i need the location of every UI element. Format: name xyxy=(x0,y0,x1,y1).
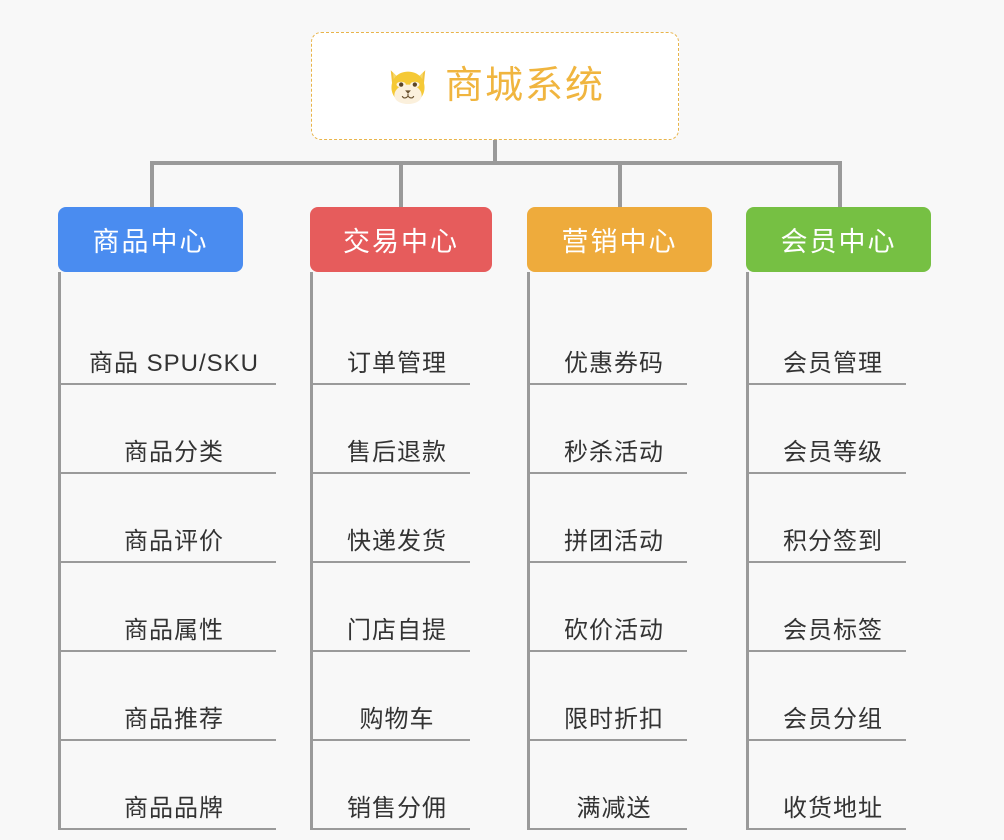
list-item-label: 会员管理 xyxy=(783,349,883,377)
list-item-label: 商品评价 xyxy=(124,527,224,555)
category-header-label: 营销中心 xyxy=(561,227,678,257)
category-column-member: 会员中心 会员管理 会员等级 积分签到 会员标签 会员分组 收货地址 xyxy=(746,207,931,830)
column-spine xyxy=(746,272,749,830)
connector-drop-2 xyxy=(399,161,403,207)
list-item[interactable]: 商品属性 xyxy=(58,563,276,652)
list-item-label: 商品推荐 xyxy=(124,705,224,733)
connector-drop-3 xyxy=(618,161,622,207)
category-header-member[interactable]: 会员中心 xyxy=(746,207,931,272)
category-column-product: 商品中心 商品 SPU/SKU 商品分类 商品评价 商品属性 商品推荐 商品品牌 xyxy=(58,207,276,830)
list-item[interactable]: 商品评价 xyxy=(58,474,276,563)
list-item-label: 会员等级 xyxy=(783,438,883,466)
list-item[interactable]: 限时折扣 xyxy=(527,652,687,741)
root-node[interactable]: 商城系统 xyxy=(311,32,679,140)
list-item[interactable]: 商品 SPU/SKU xyxy=(58,296,276,385)
category-column-marketing: 营销中心 优惠券码 秒杀活动 拼团活动 砍价活动 限时折扣 满减送 xyxy=(527,207,712,830)
list-item[interactable]: 拼团活动 xyxy=(527,474,687,563)
list-item-label: 拼团活动 xyxy=(564,527,664,555)
list-item[interactable]: 会员标签 xyxy=(746,563,906,652)
list-item[interactable]: 砍价活动 xyxy=(527,563,687,652)
list-item-label: 门店自提 xyxy=(347,616,447,644)
list-item[interactable]: 会员管理 xyxy=(746,296,906,385)
list-item-label: 快递发货 xyxy=(347,527,447,555)
list-item[interactable]: 满减送 xyxy=(527,741,687,830)
list-item-label: 商品属性 xyxy=(124,616,224,644)
category-items-marketing: 优惠券码 秒杀活动 拼团活动 砍价活动 限时折扣 满减送 xyxy=(527,272,687,830)
list-item-label: 优惠券码 xyxy=(564,349,664,377)
list-item[interactable]: 秒杀活动 xyxy=(527,385,687,474)
list-item[interactable]: 商品品牌 xyxy=(58,741,276,830)
category-header-marketing[interactable]: 营销中心 xyxy=(527,207,712,272)
connector-drop-4 xyxy=(838,161,842,207)
list-item[interactable]: 快递发货 xyxy=(310,474,470,563)
list-item[interactable]: 商品分类 xyxy=(58,385,276,474)
category-header-product[interactable]: 商品中心 xyxy=(58,207,243,272)
list-item[interactable]: 商品推荐 xyxy=(58,652,276,741)
list-item-label: 购物车 xyxy=(359,705,435,733)
list-item-label: 商品 SPU/SKU xyxy=(88,349,260,377)
list-item[interactable]: 收货地址 xyxy=(746,741,906,830)
connector-drop-1 xyxy=(150,161,154,207)
list-item-label: 限时折扣 xyxy=(564,705,664,733)
category-column-trade: 交易中心 订单管理 售后退款 快递发货 门店自提 购物车 销售分佣 xyxy=(310,207,492,830)
column-spine xyxy=(58,272,61,830)
category-header-trade[interactable]: 交易中心 xyxy=(310,207,492,272)
column-spine xyxy=(310,272,313,830)
connector-bus xyxy=(150,161,842,165)
list-item[interactable]: 会员分组 xyxy=(746,652,906,741)
list-item-label: 砍价活动 xyxy=(564,616,664,644)
category-items-trade: 订单管理 售后退款 快递发货 门店自提 购物车 销售分佣 xyxy=(310,272,470,830)
list-item-label: 会员标签 xyxy=(783,616,883,644)
list-item-label: 订单管理 xyxy=(347,349,447,377)
list-item-label: 商品品牌 xyxy=(124,794,224,822)
list-item[interactable]: 积分签到 xyxy=(746,474,906,563)
list-item[interactable]: 销售分佣 xyxy=(310,741,470,830)
category-items-member: 会员管理 会员等级 积分签到 会员标签 会员分组 收货地址 xyxy=(746,272,906,830)
list-item-label: 收货地址 xyxy=(783,794,883,822)
connector-stem xyxy=(493,140,497,164)
category-header-label: 交易中心 xyxy=(343,227,459,257)
list-item[interactable]: 购物车 xyxy=(310,652,470,741)
category-items-product: 商品 SPU/SKU 商品分类 商品评价 商品属性 商品推荐 商品品牌 xyxy=(58,272,276,830)
list-item-label: 满减送 xyxy=(576,794,652,822)
category-header-label: 会员中心 xyxy=(780,227,897,257)
list-item[interactable]: 订单管理 xyxy=(310,296,470,385)
category-header-label: 商品中心 xyxy=(92,227,209,257)
shiba-dog-face-icon xyxy=(390,70,426,104)
list-item[interactable]: 会员等级 xyxy=(746,385,906,474)
list-item-label: 商品分类 xyxy=(124,438,224,466)
root-title: 商城系统 xyxy=(444,65,605,107)
list-item-label: 积分签到 xyxy=(783,527,883,555)
column-spine xyxy=(527,272,530,830)
list-item[interactable]: 门店自提 xyxy=(310,563,470,652)
list-item[interactable]: 优惠券码 xyxy=(527,296,687,385)
list-item-label: 销售分佣 xyxy=(347,794,447,822)
list-item-label: 售后退款 xyxy=(347,438,447,466)
list-item[interactable]: 售后退款 xyxy=(310,385,470,474)
list-item-label: 会员分组 xyxy=(783,705,883,733)
list-item-label: 秒杀活动 xyxy=(564,438,664,466)
